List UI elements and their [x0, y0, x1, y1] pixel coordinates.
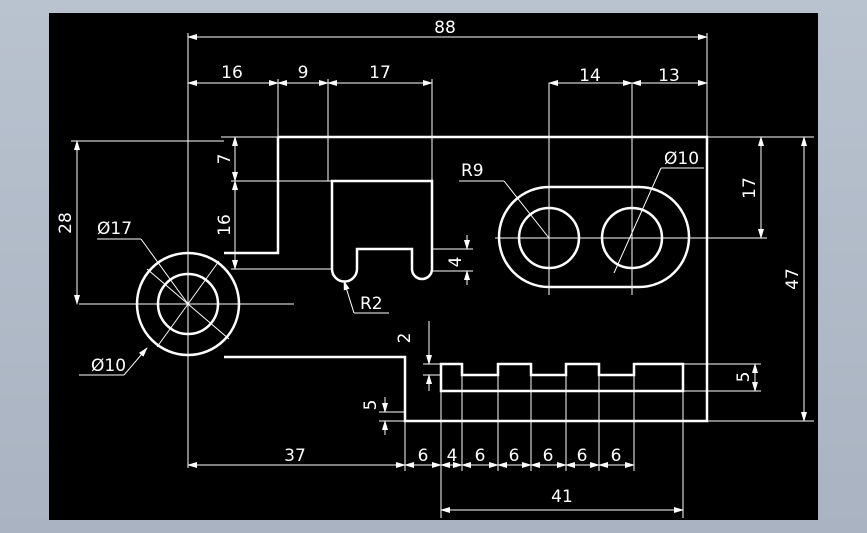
- dim-dia-10-right: Ø10: [664, 149, 699, 169]
- dim-6c: 6: [509, 446, 520, 466]
- dim-41: 41: [551, 487, 573, 507]
- dim-47: 47: [783, 268, 803, 290]
- part-outline: [135, 135, 709, 423]
- dim-37: 37: [284, 446, 306, 466]
- dim-6b: 6: [475, 446, 486, 466]
- drawing-canvas: 88 16 9 17 14 13 28 7 16 4 17 47 5 2 5 3…: [49, 13, 818, 520]
- dim-7: 7: [215, 154, 235, 165]
- dim-dia-17: Ø17: [97, 219, 132, 239]
- obround-slot: [497, 185, 691, 289]
- dim-9: 9: [298, 63, 309, 83]
- dim-r9: R9: [461, 161, 484, 181]
- slot-cutout: [330, 179, 434, 283]
- dim-14: 14: [579, 66, 601, 86]
- dimension-lines: [74, 34, 807, 513]
- dim-6d: 6: [543, 446, 554, 466]
- dim-r2: R2: [360, 294, 383, 314]
- dim-13: 13: [658, 66, 680, 86]
- dim-88: 88: [434, 18, 456, 38]
- rack-cutout: [439, 362, 685, 393]
- dim-4: 4: [446, 257, 466, 268]
- cad-drawing: 88 16 9 17 14 13 28 7 16 4 17 47 5 2 5 3…: [56, 18, 814, 518]
- dim-16-v: 16: [215, 214, 235, 236]
- dim-4-bottom: 4: [447, 446, 458, 466]
- dim-28: 28: [56, 212, 76, 234]
- dim-6a: 6: [418, 446, 429, 466]
- dim-5-right: 5: [734, 372, 754, 383]
- dim-17-right: 17: [740, 177, 760, 199]
- dim-6f: 6: [611, 446, 622, 466]
- dimension-labels: 88 16 9 17 14 13 28 7 16 4 17 47 5 2 5 3…: [56, 18, 803, 507]
- dim-17-top: 17: [369, 63, 391, 83]
- dim-2: 2: [395, 333, 415, 344]
- dim-dia-10-left: Ø10: [91, 356, 126, 376]
- dim-16: 16: [221, 63, 243, 83]
- dim-6e: 6: [577, 446, 588, 466]
- dim-5-left: 5: [361, 400, 381, 411]
